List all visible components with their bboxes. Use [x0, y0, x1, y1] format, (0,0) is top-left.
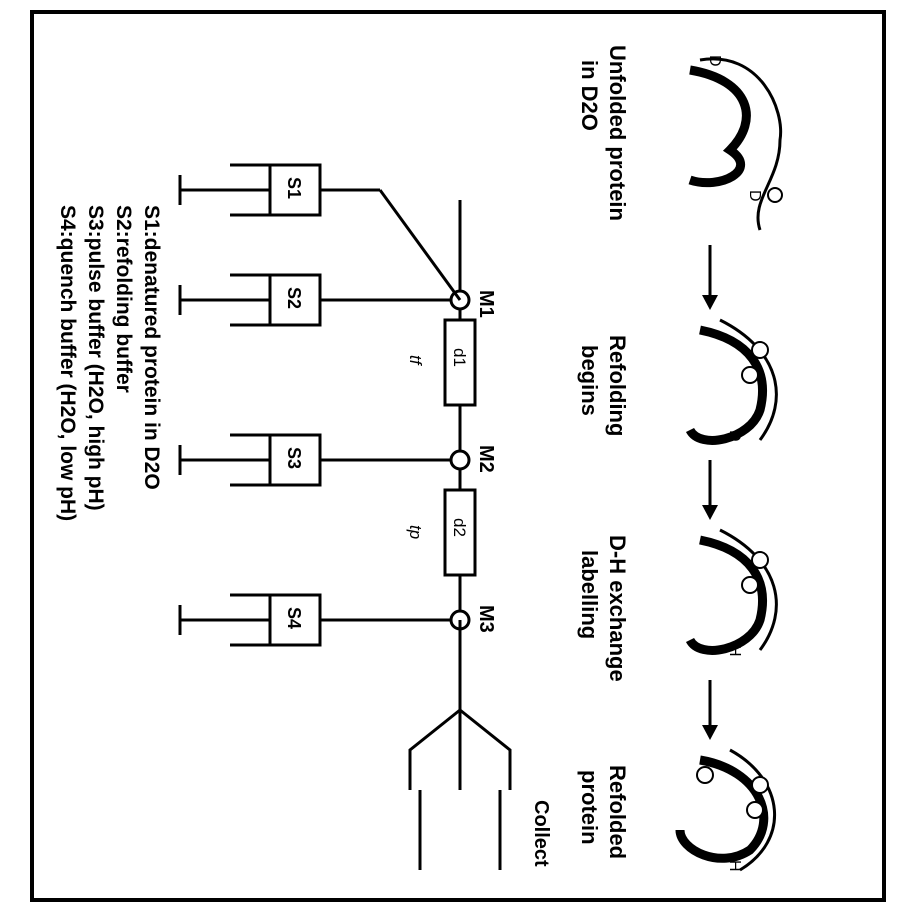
mixer-m2-label: M2 [475, 445, 497, 473]
d-marker: D [706, 55, 723, 67]
protein-chain [685, 535, 767, 655]
h-marker: H [726, 645, 743, 657]
mixer-m3-label: M3 [475, 605, 497, 633]
legend-item: S3:pulse buffer (H2O, high pH) [84, 205, 107, 511]
fold-bead [741, 366, 759, 384]
legend-item: S1:denatured protein in D2O [140, 205, 163, 490]
syringe-s2-label: S2 [284, 287, 304, 309]
delay-tf-label: tf [406, 355, 425, 367]
syringe-s1-label: S1 [284, 177, 304, 199]
protein-chain-outline [719, 318, 778, 441]
fold-bead [746, 801, 764, 819]
delay-d2 [443, 488, 477, 577]
collect-label: Collect [530, 800, 552, 867]
end-bead [767, 187, 783, 203]
legend-item: S2:refolding buffer [112, 205, 135, 393]
protein-chain-outline [729, 748, 776, 872]
mixer-m2 [449, 449, 471, 471]
collect-funnel: Collect [408, 620, 552, 870]
protein-chain [685, 325, 767, 445]
stage-label: in D2O [577, 60, 602, 131]
protein-chain-outline [699, 57, 783, 231]
syringe-s3: S3 [178, 433, 450, 487]
stage-label: Refolding [605, 335, 630, 436]
protein-chain [675, 755, 769, 863]
d-marker: D [726, 430, 743, 442]
h-marker: H [726, 860, 743, 872]
delay-d1-label: d1 [450, 348, 469, 367]
syringe-s2: S2 [178, 273, 450, 327]
fold-bead [751, 341, 769, 359]
protein-chain [688, 65, 751, 188]
stage-unfolded: D D Unfolded protein in D2O [577, 45, 783, 231]
delay-tp-label: tp [406, 525, 425, 539]
legend: S1:denatured protein in D2O S2:refolding… [56, 205, 163, 521]
diagram-frame [30, 10, 886, 902]
protein-chain-outline [719, 528, 778, 651]
fold-bead [751, 551, 769, 569]
d-marker: D [746, 190, 763, 202]
rotated-figure: D D Unfolded protein in D2O D Refolding … [56, 45, 783, 872]
stage-label: labelling [577, 550, 602, 639]
stage-label: begins [577, 345, 602, 416]
syringe-s4: S4 [178, 593, 450, 647]
stage-label: Unfolded protein [605, 45, 630, 221]
arrow-1 [702, 245, 718, 310]
stage-refolded: H Refolded protein [577, 748, 776, 872]
delay-d1 [443, 318, 477, 407]
stage-label: D-H exchange [605, 535, 630, 682]
legend-item: S4:quench buffer (H2O, low pH) [56, 205, 79, 521]
stage-dh-exchange: H D-H exchange labelling [577, 528, 778, 682]
syringe-s1: S1 [178, 163, 462, 301]
mixer-m1-label: M1 [475, 290, 497, 318]
fold-bead [751, 776, 769, 794]
arrow-3 [702, 680, 718, 740]
arrow-2 [702, 460, 718, 520]
fold-bead [696, 766, 714, 784]
stage-label: Refolded [605, 765, 630, 859]
stage-label: protein [577, 770, 602, 845]
delay-d2-label: d2 [450, 518, 469, 537]
stage-refolding-begins: D Refolding begins [577, 318, 778, 445]
syringe-s4-label: S4 [284, 607, 304, 629]
fold-bead [741, 576, 759, 594]
syringe-s3-label: S3 [284, 447, 304, 469]
